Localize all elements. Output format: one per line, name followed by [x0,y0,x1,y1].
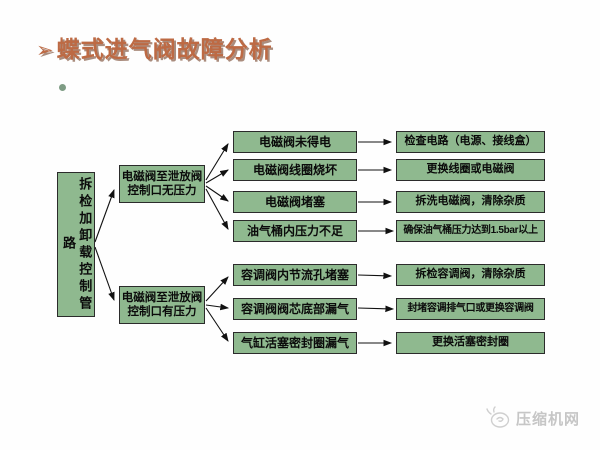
flow-solution-box: 拆检容调阀，清除杂质 [396,264,545,286]
flow-cause-box: 容调阀阀芯底部漏气 [233,298,357,320]
flow-solution-box: 更换活塞密封圈 [396,332,545,354]
flow-solution-box: 拆洗电磁阀，清除杂质 [396,191,545,213]
flow-cause-box: 油气桶内压力不足 [233,220,357,242]
flow-cause-box: 气缸活塞密封圈漏气 [233,332,357,354]
compressor-net-logo-icon [486,406,510,428]
condition-line: 控制口有压力 [127,306,197,318]
page-title: ➢蝶式进气阀故障分析 [36,30,273,64]
condition-line: 电磁阀至泄放阀 [121,170,203,183]
flow-condition-box-no-pressure: 电磁阀至泄放阀 控制口无压力 [119,165,205,203]
flow-root-box: 拆检加卸载控制管路 [57,172,95,317]
flow-solution-box: 封堵容调排气口或更换容调阀 [396,298,545,320]
flow-cause-box: 电磁阀线圈烧坏 [233,159,357,181]
flow-cause-box: 电磁阀堵塞 [233,191,357,213]
bullet-dot-icon [59,84,66,91]
flow-solution-box: 检查电路（电源、接线盒） [396,131,545,153]
flow-cause-box: 容调阀内节流孔堵塞 [233,264,357,286]
flow-solution-box: 确保油气桶压力达到1.5bar以上 [396,220,545,242]
flow-condition-box-has-pressure: 电磁阀至泄放阀 控制口有压力 [119,286,205,324]
page-title-text: 蝶式进气阀故障分析 [56,36,273,62]
flow-solution-box: 更换线圈或电磁阀 [396,159,545,181]
condition-line: 电磁阀至泄放阀 [121,291,203,304]
watermark-text: 压缩机网 [516,410,581,428]
title-arrow-marker-icon: ➢ [36,39,55,62]
condition-line: 控制口无压力 [127,185,197,197]
watermark: 压缩机网 [485,406,580,430]
flow-cause-box: 电磁阀未得电 [233,131,357,153]
